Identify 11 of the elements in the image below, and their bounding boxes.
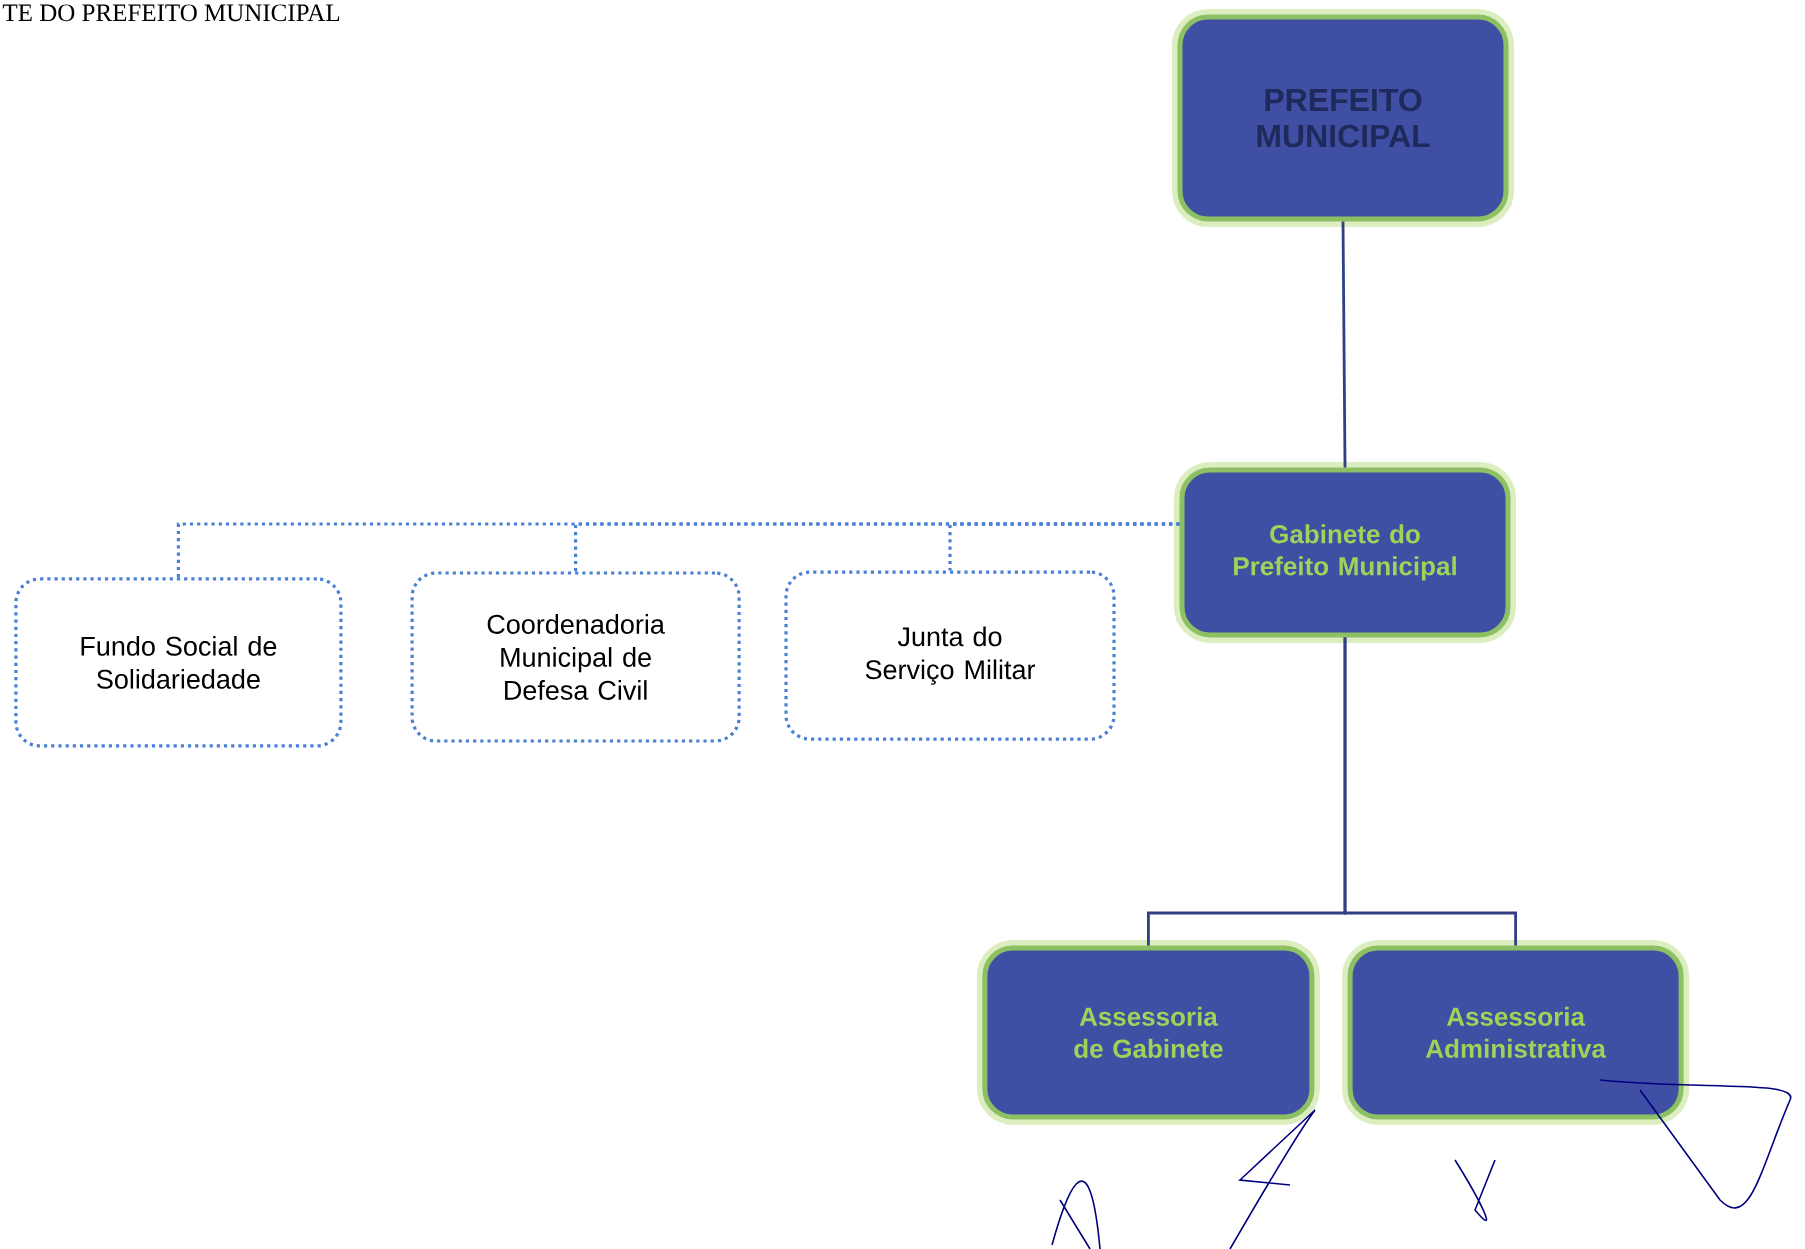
dotted-box: Coordenadoria Municipal de Defesa Civil [410, 571, 741, 743]
dotted-box: Fundo Social de Solidariedade [14, 577, 343, 748]
org-box: PREFEITO MUNICIPAL [1172, 9, 1514, 227]
page-heading: TE DO PREFEITO MUNICIPAL [2, 4, 340, 22]
org-box: Gabinete do Prefeito Municipal [1174, 461, 1516, 643]
dotted-box: Junta do Serviço Militar [784, 570, 1116, 741]
org-box: Assessoria de Gabinete [976, 939, 1320, 1125]
connector-line [948, 522, 1180, 571]
org-box: Assessoria Administrativa [1342, 939, 1690, 1125]
connector-line [1341, 221, 1347, 468]
connector-line [1343, 637, 1517, 946]
